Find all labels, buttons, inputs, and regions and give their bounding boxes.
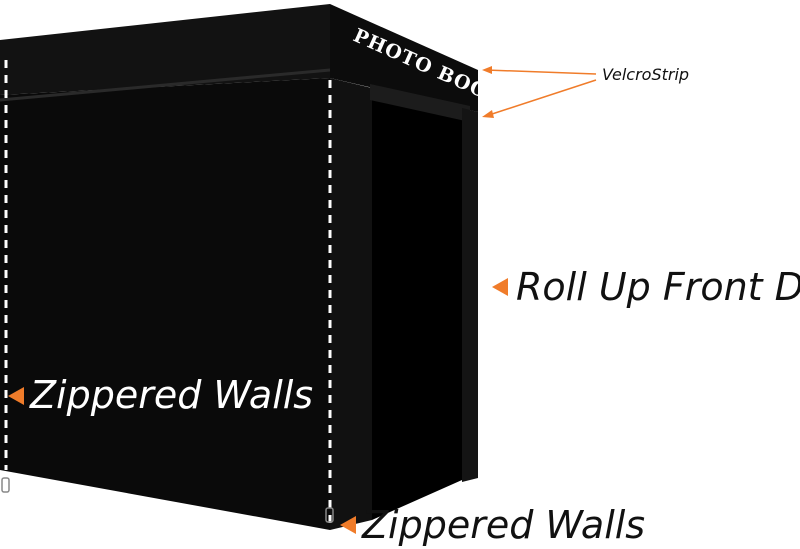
roof-band-front [330,4,478,112]
zippered-walls-side-arrow [8,387,24,405]
zipper-pull-left [1,477,10,493]
valance-seam [0,68,331,102]
velcro-arrowhead-upper [482,66,492,74]
roof-band-side [0,4,330,95]
zippered-walls-front-label: Zippered Walls [361,503,645,547]
door-opening [372,88,462,520]
zippered-walls-side-label: Zippered Walls [29,373,313,417]
rolled-door [370,84,470,122]
roll-up-door-arrow [492,278,508,296]
velcro-arrow-lower [485,79,597,117]
side-wall [0,78,330,530]
front-wall-left-panel [330,78,372,530]
zippered-walls-front-arrow [340,516,356,534]
velcro-strip-label: VelcroStrip [602,65,689,84]
zipper-pull-corner [325,507,334,523]
velcro-arrow-upper [485,69,597,75]
front-wall-right-post [462,108,478,482]
velcro-arrowhead-lower [482,110,494,118]
roll-up-front-door-label: Roll Up Front Door [516,265,800,309]
